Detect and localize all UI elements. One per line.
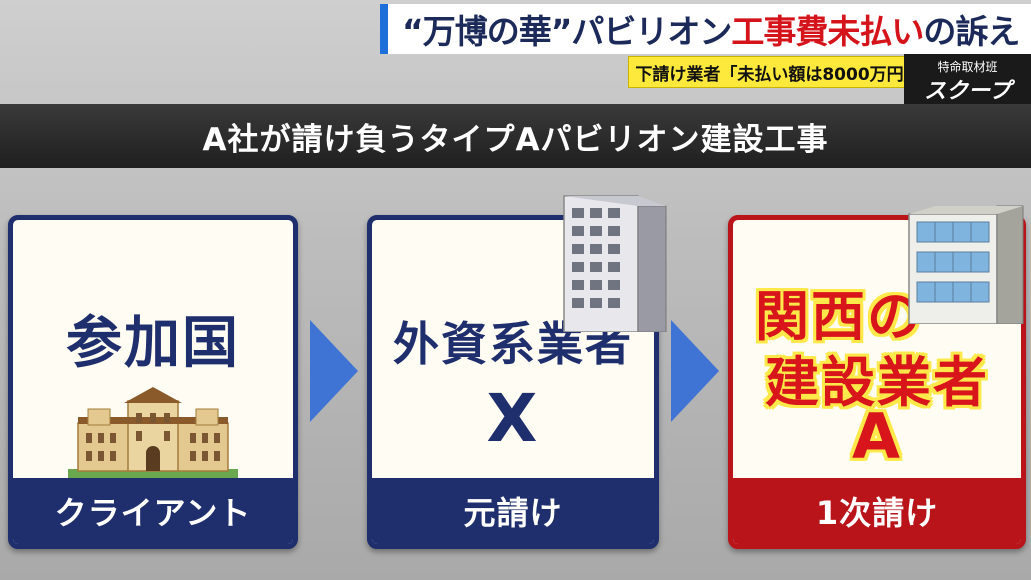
subcontractor-footer: 1次請け bbox=[733, 478, 1021, 544]
scoop-badge: 特命取材班 スクープ bbox=[904, 54, 1031, 104]
headline-banner: “万博の華”パビリオン工事費未払いの訴え bbox=[380, 4, 1031, 54]
office-building-icon bbox=[908, 205, 1024, 324]
headline-part2: 工事費未払い bbox=[731, 12, 924, 51]
subcontractor-label-line1: 関西の bbox=[755, 285, 923, 348]
client-footer: クライアント bbox=[13, 478, 293, 544]
client-label: 参加国 bbox=[66, 311, 240, 376]
subcontractor-label-line2: 建設業者 bbox=[765, 351, 989, 414]
palace-icon bbox=[68, 387, 238, 479]
scoop-big-label: スクープ bbox=[924, 79, 1011, 104]
subcontractor-letter: A bbox=[852, 400, 902, 473]
client-card: 参加国 クライアント bbox=[8, 215, 298, 549]
office-tower-icon bbox=[563, 195, 667, 332]
right-arrow-icon bbox=[671, 320, 719, 422]
right-arrow-icon bbox=[310, 320, 358, 422]
headline-part1: “万博の華”パビリオン bbox=[402, 12, 732, 51]
scoop-small-label: 特命取材班 bbox=[937, 60, 998, 74]
headline-part3: の訴え bbox=[923, 12, 1020, 51]
prime-contractor-footer: 元請け bbox=[372, 478, 654, 544]
diagram-title: A社が請け負うタイプAパビリオン建設工事 bbox=[0, 104, 1031, 168]
subline-banner: 下請け業者「未払い額は8000万円」 bbox=[628, 56, 928, 88]
prime-contractor-letter: X bbox=[486, 380, 540, 457]
